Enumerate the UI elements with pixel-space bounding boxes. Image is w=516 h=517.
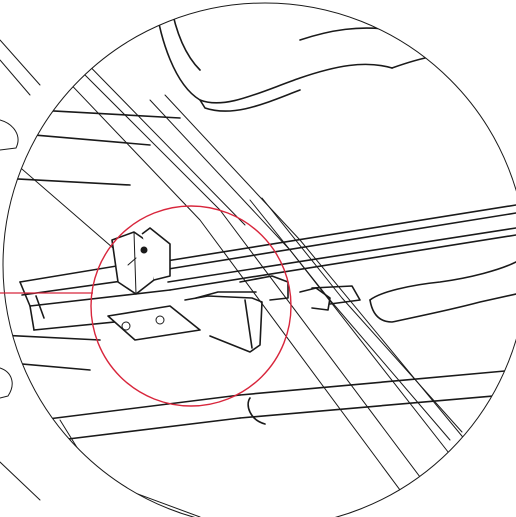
roof-batten: [3, 107, 516, 441]
roof-rafter: [3, 3, 491, 517]
detail-callout-group: [0, 205, 292, 407]
hook-base-plate: [107, 305, 201, 341]
roof-tile-cluster: [154, 3, 516, 323]
end-clamp: [111, 227, 171, 295]
detail-callout: [90, 205, 292, 407]
background-roof-lines: [0, 39, 41, 501]
roof-hook: [184, 275, 361, 353]
